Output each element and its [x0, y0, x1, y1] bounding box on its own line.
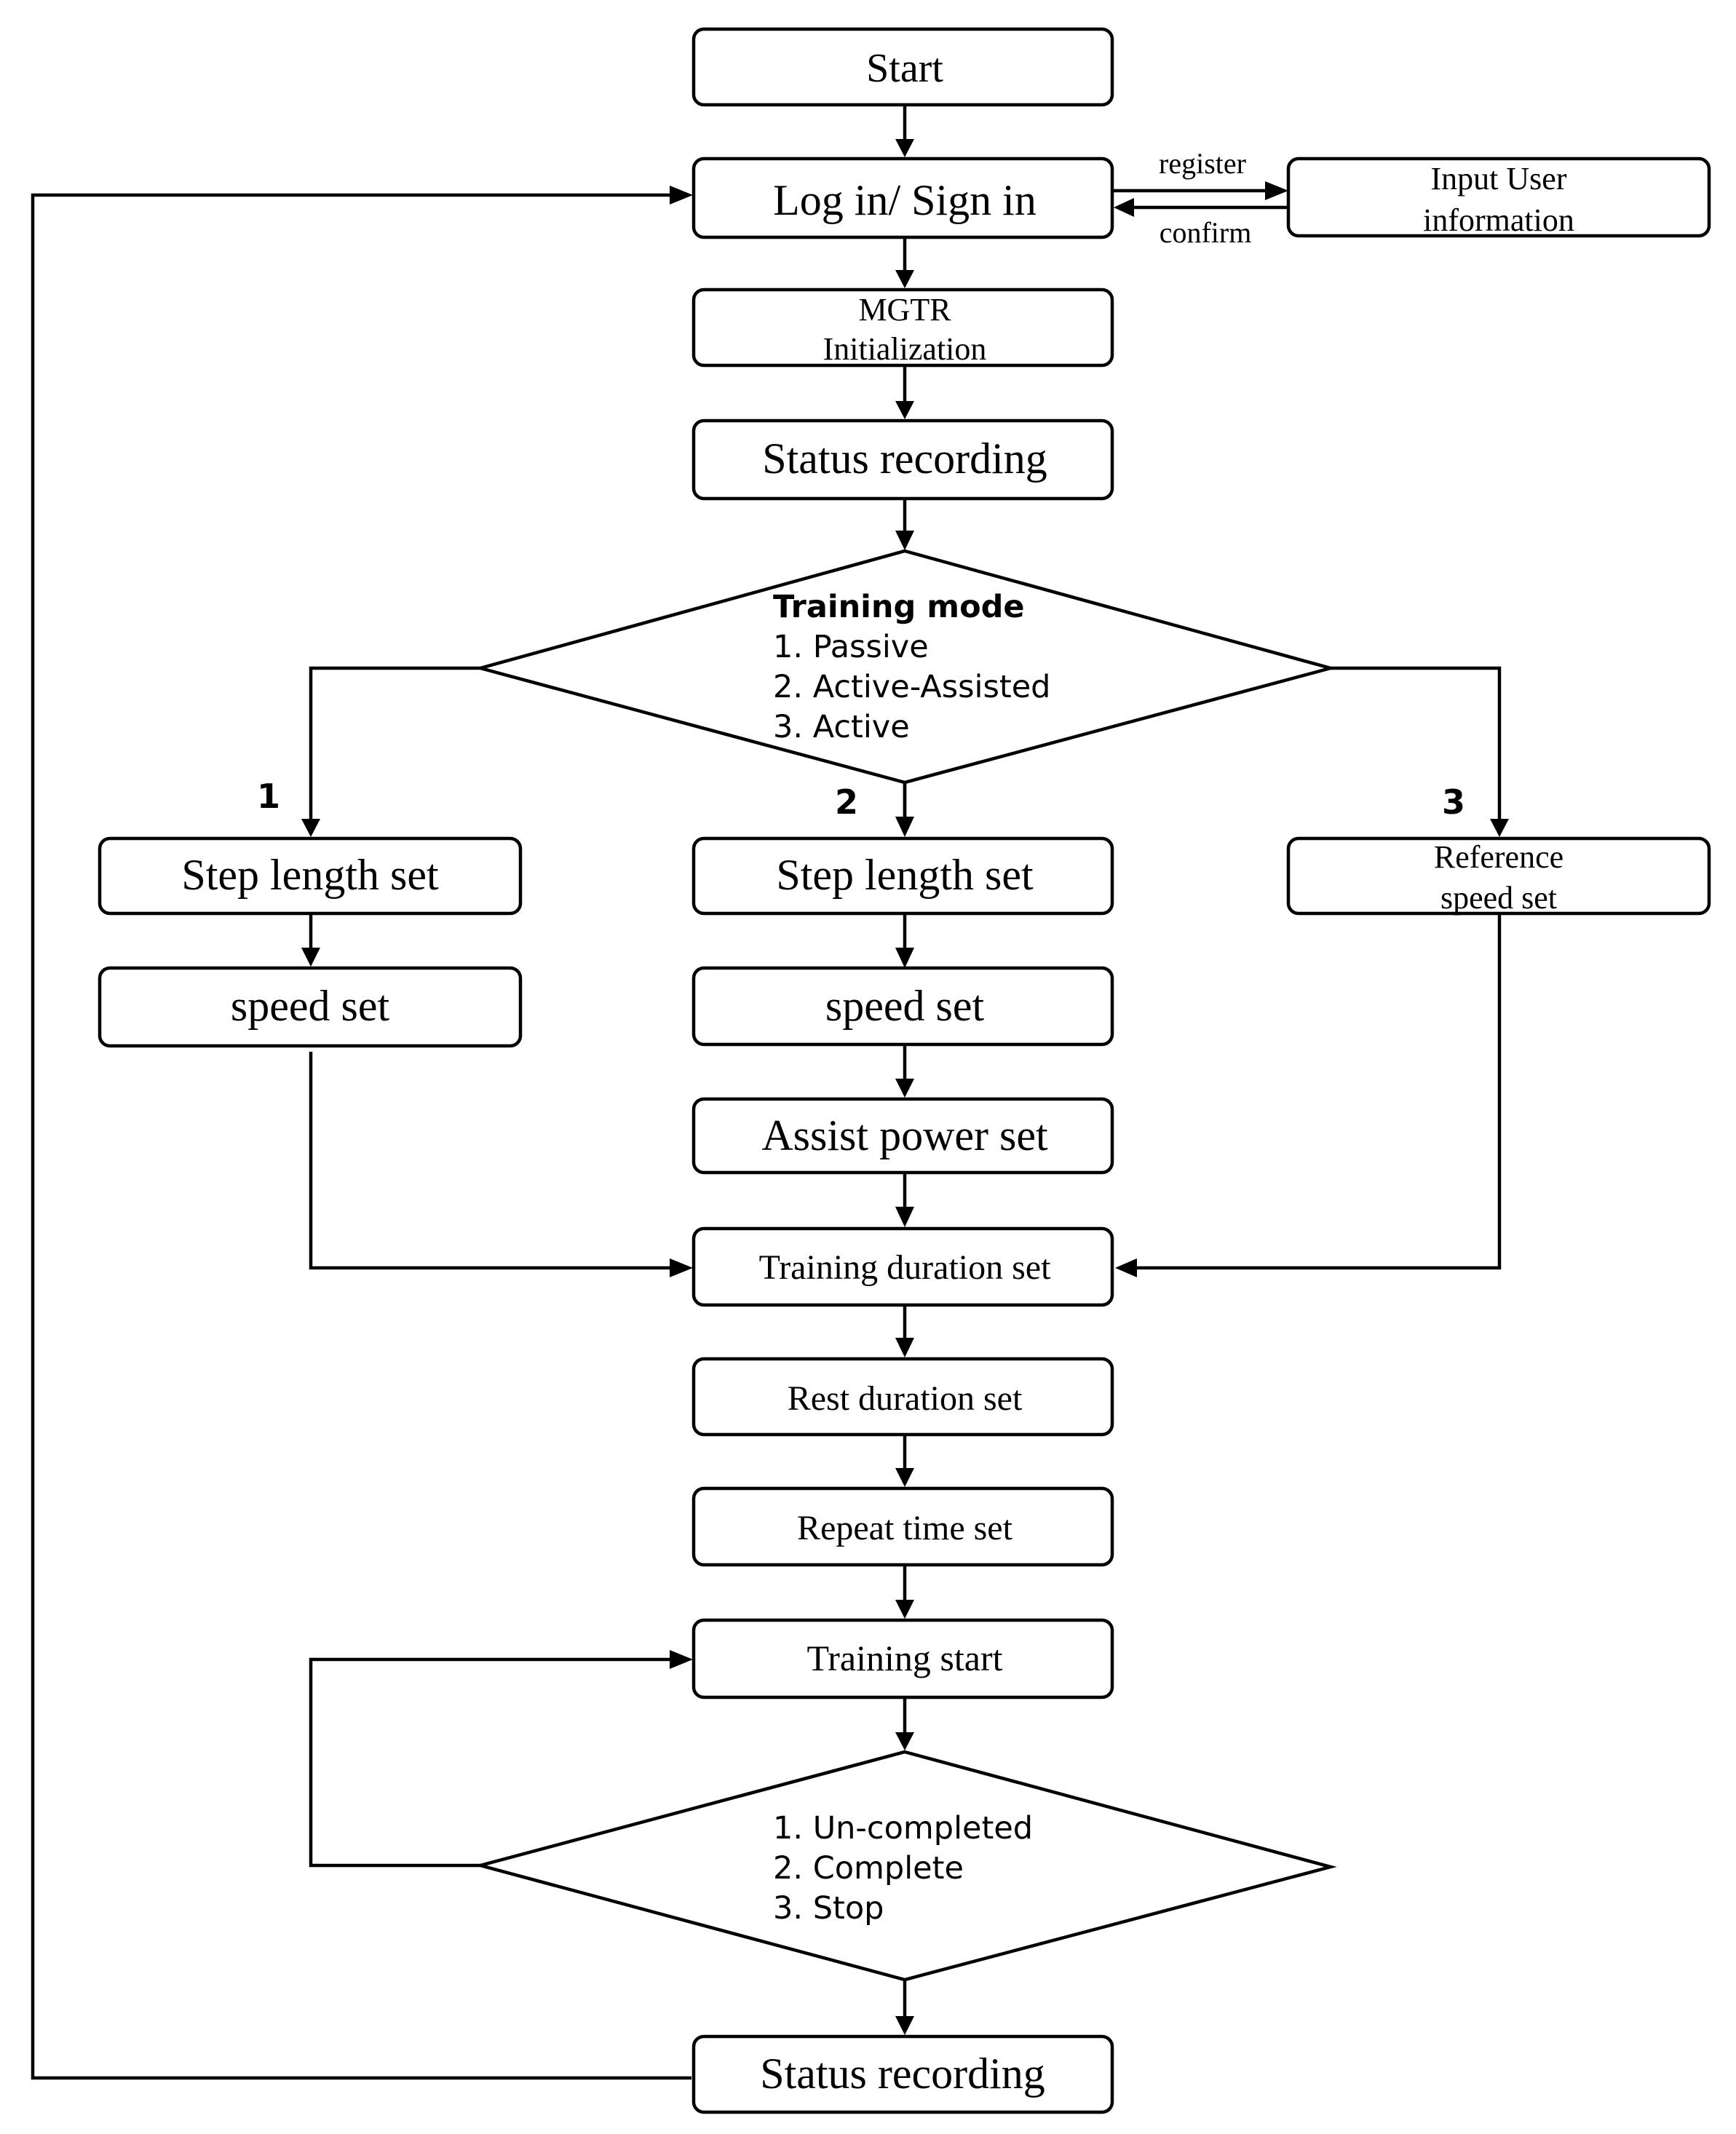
training-duration-label: Training duration set — [759, 1248, 1052, 1287]
status-recording-bottom-box — [691, 2034, 1114, 2114]
repeat-time-label: Repeat time set — [797, 1509, 1013, 1547]
training-start-box — [691, 1618, 1114, 1699]
rest-duration-box — [691, 1357, 1114, 1437]
input-user-label-line2: information — [1423, 202, 1574, 238]
training-mode-option-3: 3. Active — [773, 709, 910, 745]
assist-power-box — [691, 1097, 1114, 1175]
branch-1-label: 1 — [257, 777, 280, 816]
mgtr-init-box — [691, 287, 1114, 368]
start-label: Start — [866, 46, 943, 91]
result-option-2: 2. Complete — [773, 1850, 964, 1887]
connectors — [31, 105, 1502, 2080]
speed-box-1 — [98, 966, 523, 1048]
training-start-label: Training start — [807, 1638, 1003, 1678]
branch-3-label: 3 — [1442, 782, 1465, 822]
speed-label-1: speed set — [231, 982, 390, 1030]
training-mode-option-1: 1. Passive — [773, 629, 929, 665]
step-length-label-1: Step length set — [181, 851, 439, 899]
training-mode-title: Training mode — [773, 589, 1025, 625]
training-mode-option-2: 2. Active-Assisted — [773, 669, 1050, 705]
training-mode-diamond — [474, 549, 1337, 785]
training-duration-box — [691, 1226, 1114, 1307]
login-label: Log in/ Sign in — [773, 176, 1037, 224]
result-option-3: 3. Stop — [773, 1890, 884, 1927]
reference-speed-box — [1286, 836, 1711, 916]
assist-power-label: Assist power set — [761, 1111, 1048, 1159]
reference-speed-label-line1: Reference — [1434, 839, 1563, 875]
input-user-box — [1286, 156, 1711, 238]
confirm-edge-label: confirm — [1160, 216, 1252, 249]
arrowheads — [301, 139, 1509, 2035]
mgtr-label-line2: Initialization — [823, 331, 987, 367]
rest-duration-label: Rest duration set — [788, 1379, 1023, 1418]
start-box — [691, 27, 1114, 107]
mgtr-label-line1: MGTR — [858, 292, 951, 328]
register-edge-label: register — [1159, 147, 1246, 180]
input-user-label-line1: Input User — [1431, 161, 1567, 197]
status-recording-top-box — [691, 419, 1114, 501]
step-length-label-2: Step length set — [776, 851, 1034, 899]
reference-speed-label-line2: speed set — [1440, 880, 1557, 916]
training-result-diamond — [474, 1750, 1337, 1982]
login-box — [691, 156, 1114, 239]
speed-label-2: speed set — [825, 982, 985, 1030]
status-recording-top-label: Status recording — [762, 435, 1047, 483]
step-length-box-2 — [691, 836, 1114, 916]
status-recording-bottom-label: Status recording — [760, 2050, 1045, 2098]
speed-box-2 — [691, 966, 1114, 1047]
result-option-1: 1. Un-completed — [773, 1810, 1033, 1847]
step-length-box-1 — [98, 836, 523, 916]
branch-2-label: 2 — [835, 782, 858, 822]
repeat-time-box — [691, 1486, 1114, 1567]
